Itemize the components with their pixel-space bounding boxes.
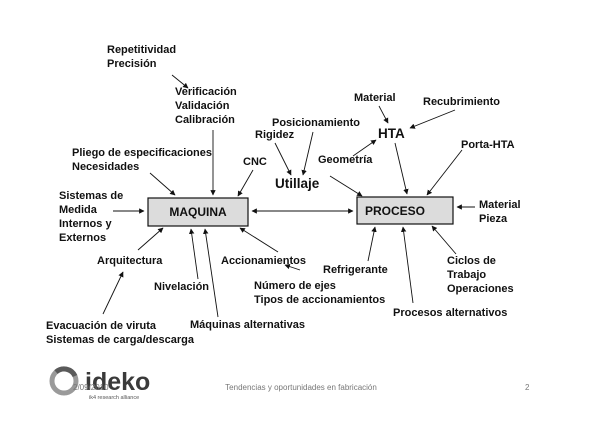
- label-posicionamiento: Posicionamiento: [272, 117, 360, 129]
- label-geometria: Geometría: [318, 154, 373, 166]
- material-hta-arrow: [378, 105, 389, 124]
- label-pliego: Pliego de especificaciones: [72, 147, 212, 159]
- label-verificacion: Verificación: [175, 86, 237, 98]
- label-nivelacion: Nivelación: [154, 281, 209, 293]
- logo-ring-accent: [54, 366, 78, 378]
- label-operaciones: Operaciones: [447, 283, 514, 295]
- label-porta-hta: Porta-HTA: [461, 139, 515, 151]
- label-necesidades: Necesidades: [72, 161, 139, 173]
- label-internos: Internos y: [59, 218, 112, 230]
- label-refrigerante: Refrigerante: [323, 264, 388, 276]
- label-hta: HTA: [378, 126, 405, 141]
- maquinas-alt-arrow: [203, 228, 219, 318]
- utillaje-proceso-arrow: [329, 175, 363, 197]
- arquitectura-arrow: [137, 227, 164, 251]
- porta-hta-arrow: [426, 149, 463, 196]
- hta-proceso-arrow: [394, 142, 409, 195]
- label-externos: Externos: [59, 232, 106, 244]
- connectors: [102, 74, 475, 318]
- label-procesos-alt: Procesos alternativos: [393, 307, 507, 319]
- label-validacion: Validación: [175, 100, 230, 112]
- label-sistemas-carga: Sistemas de carga/descarga: [46, 334, 195, 346]
- label-precision: Precisión: [107, 58, 157, 70]
- label-material-pieza-1: Material: [479, 199, 521, 211]
- label-num-ejes: Número de ejes: [254, 280, 336, 292]
- cnc-arrow: [237, 169, 254, 197]
- pliego-arrow: [149, 172, 176, 196]
- proceso-box: PROCESO: [356, 196, 454, 225]
- repetitividad-arrow: [171, 74, 189, 89]
- label-rigidez: Rigidez: [255, 129, 295, 141]
- label-material-top: Material: [354, 92, 396, 104]
- label-maquinas-alt: Máquinas alternativas: [190, 319, 305, 331]
- label-evacuacion: Evacuación de viruta: [46, 320, 157, 332]
- label-cnc: CNC: [243, 156, 267, 168]
- label-recubrimiento: Recubrimiento: [423, 96, 500, 108]
- label-sistemas: Sistemas de: [59, 190, 123, 202]
- label-repetitividad: Repetitividad: [107, 44, 176, 56]
- ideko-logo: ideko ik4 research alliance: [49, 366, 150, 401]
- label-trabajo: Trabajo: [447, 269, 486, 281]
- footer: ideko ik4 research alliance 2/09/2010 Te…: [49, 366, 530, 401]
- footer-date: 2/09/2010: [73, 383, 109, 392]
- recubrimiento-arrow: [409, 109, 456, 129]
- page-number: 2: [525, 383, 530, 392]
- num-ejes-arrow: [284, 263, 301, 271]
- label-tipos-acc: Tipos de accionamientos: [254, 294, 385, 306]
- label-accionamientos: Accionamientos: [221, 255, 306, 267]
- ciclos-arrow: [431, 225, 457, 255]
- geometria-arrow: [352, 139, 377, 157]
- labels: Repetitividad Precisión Verificación Val…: [46, 44, 521, 346]
- rigidez-arrow: [274, 142, 292, 176]
- maquina-label: MAQUINA: [169, 205, 227, 219]
- label-calibracion: Calibración: [175, 114, 235, 126]
- refrigerante-arrow: [367, 226, 377, 262]
- label-utillaje: Utillaje: [275, 176, 320, 191]
- label-material-pieza-2: Pieza: [479, 213, 508, 225]
- proceso-label: PROCESO: [365, 204, 425, 218]
- procesos-alt-arrow: [400, 226, 414, 304]
- logo-subtitle: ik4 research alliance: [89, 395, 139, 401]
- evacuacion-arrow: [102, 271, 124, 315]
- label-medida: Medida: [59, 204, 98, 216]
- logo-wordmark: ideko: [85, 368, 150, 396]
- label-arquitectura: Arquitectura: [97, 255, 163, 267]
- footer-title: Tendencias y oportunidades en fabricació…: [225, 383, 377, 392]
- nivelacion-arrow: [188, 228, 199, 280]
- posicionamiento-arrow: [301, 131, 314, 176]
- label-ciclos: Ciclos de: [447, 255, 496, 267]
- accionamientos-arrow: [239, 227, 279, 253]
- maquina-box: MAQUINA: [147, 197, 249, 227]
